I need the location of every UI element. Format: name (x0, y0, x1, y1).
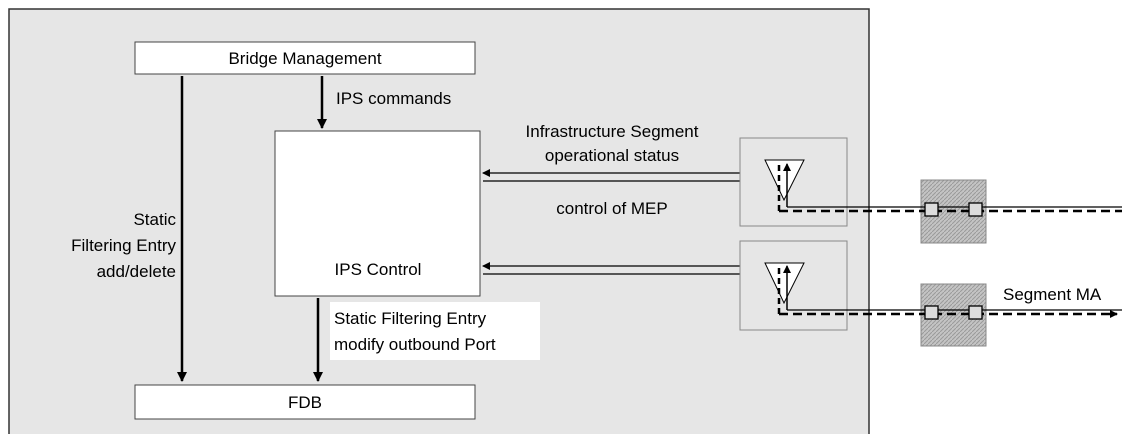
lower-port-right (968, 305, 983, 320)
segment-ma-label: Segment MA (1003, 285, 1102, 304)
infra-status-label-line1: Infrastructure Segment (526, 122, 699, 141)
upper-port-right (968, 202, 983, 217)
upper-mep-triangle-icon (764, 159, 805, 202)
bridge-management-block (134, 41, 476, 75)
fdb-block (134, 384, 476, 420)
static-label-line2: Filtering Entry (71, 236, 176, 255)
lower-mep-box (739, 240, 848, 331)
bridge-management-label: Bridge Management (228, 49, 381, 68)
modify-label-backdrop (330, 302, 540, 360)
upper-port-left (924, 202, 939, 217)
modify-label-line1: Static Filtering Entry (334, 309, 487, 328)
control-of-mep-label: control of MEP (556, 199, 668, 218)
ips-commands-label: IPS commands (336, 89, 451, 108)
ips-control-label: IPS Control (335, 260, 422, 279)
lower-port-left (924, 305, 939, 320)
lower-mep-triangle-icon (764, 262, 805, 305)
modify-label-line2: modify outbound Port (334, 335, 496, 354)
static-label-line3: add/delete (97, 262, 176, 281)
ips-control-block (274, 130, 481, 297)
static-label-line1: Static (133, 210, 176, 229)
infra-status-label-line2: operational status (545, 146, 679, 165)
fdb-label: FDB (288, 393, 322, 412)
static-label-backdrop (44, 206, 177, 290)
